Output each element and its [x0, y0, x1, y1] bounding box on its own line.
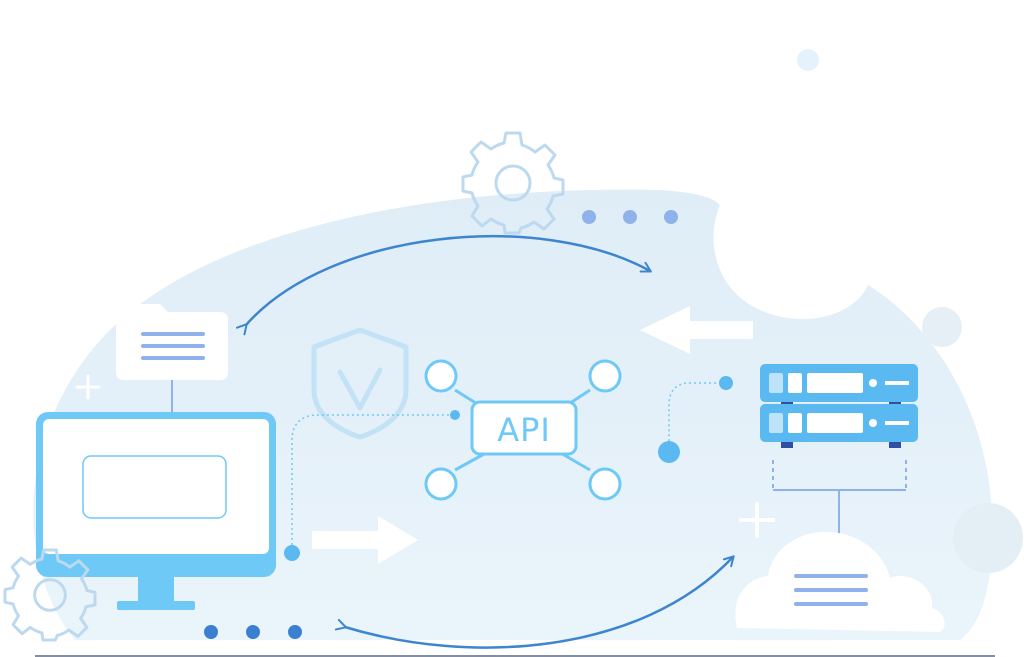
shield-connector	[284, 410, 460, 561]
server-unit-bottom	[760, 404, 918, 442]
monitor-base	[117, 601, 195, 610]
dots-top	[582, 210, 678, 224]
api-node-top-right	[588, 359, 622, 393]
decor-circle-bottom-right	[953, 503, 1023, 573]
api-hub: API	[424, 359, 622, 501]
bottom-curved-arrow	[334, 555, 735, 649]
top-curved-arrow	[235, 235, 652, 336]
server-cloud-connector	[772, 460, 907, 535]
api-box	[470, 400, 578, 456]
monitor-window	[82, 455, 227, 519]
api-node-top-left	[424, 359, 458, 393]
cloud-icon	[735, 531, 945, 632]
left-gear-icon	[3, 548, 97, 642]
dots-bottom	[204, 625, 302, 639]
left-pointing-arrow	[640, 306, 753, 354]
monitor-icon	[36, 412, 276, 610]
server-unit-top	[760, 364, 918, 402]
right-pointing-arrow	[312, 516, 418, 564]
decor-circle-top	[797, 49, 819, 71]
top-gear-icon	[461, 131, 565, 235]
api-node-bottom-right	[588, 467, 622, 501]
plus-icon-left	[75, 374, 101, 400]
folder-icon	[116, 304, 228, 380]
server-connector	[658, 376, 733, 463]
plus-icon-right	[739, 502, 775, 538]
api-label: API	[497, 411, 551, 449]
server-rack-icon	[760, 364, 918, 448]
shield-check-icon	[311, 327, 409, 440]
api-node-bottom-left	[424, 467, 458, 501]
decor-circle-right	[922, 307, 962, 347]
monitor-neck	[138, 577, 174, 602]
